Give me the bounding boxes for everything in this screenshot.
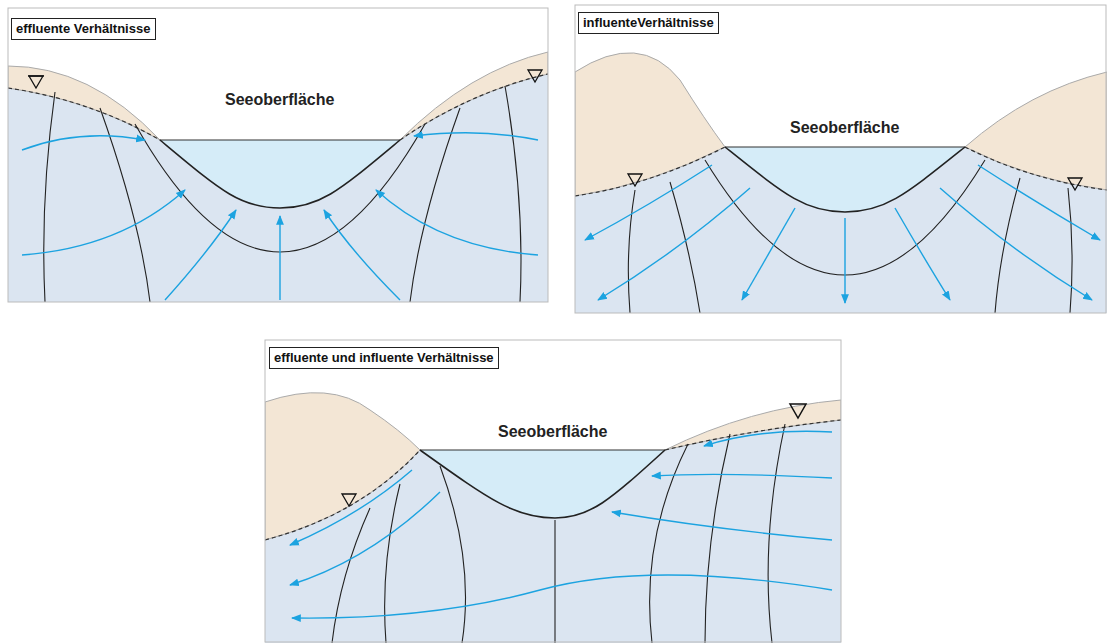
- panel-title-box: effluente Verhältnisse: [11, 18, 156, 40]
- flow-line: [279, 216, 280, 300]
- water-table-symbol: [1068, 178, 1082, 190]
- panel-title: effluente und influente Verhältnisse: [274, 350, 494, 366]
- flow-line: [612, 512, 832, 540]
- lake-surface: [725, 146, 965, 147]
- flow-line: [652, 474, 832, 478]
- equipotential-line: [670, 182, 700, 313]
- unsaturated-zone: [265, 393, 420, 540]
- flow-line: [585, 165, 712, 240]
- equipotential-line: [1068, 188, 1072, 313]
- lake-surface: [160, 139, 400, 140]
- equipotential-line: [995, 178, 1020, 313]
- panel-frame: [265, 340, 841, 642]
- panel-mixed: [265, 393, 841, 643]
- equipotential-line: [554, 520, 555, 643]
- flow-line: [414, 133, 538, 140]
- lake-bed: [725, 147, 965, 212]
- flow-line: [376, 190, 538, 255]
- flow-line: [290, 470, 412, 545]
- flow-lines: [22, 133, 538, 300]
- equipotential-line: [410, 108, 460, 302]
- panel-title: influenteVerhältnisse: [583, 15, 714, 31]
- equipotential-line: [385, 484, 400, 643]
- lake-bed: [160, 140, 400, 208]
- equipotential-line: [332, 508, 370, 643]
- water-table-symbol: [342, 494, 356, 506]
- water-table-symbol: [28, 75, 44, 76]
- flow-line: [292, 575, 832, 618]
- equipotential-line: [505, 86, 521, 302]
- water-table: [8, 74, 548, 140]
- lake-surface: [420, 449, 665, 450]
- panel-frame: [8, 8, 548, 302]
- flow-line: [742, 208, 795, 300]
- flow-line: [22, 190, 185, 255]
- lake-water: [420, 450, 665, 518]
- panel-title-box: influenteVerhältnisse: [578, 12, 719, 34]
- unsaturated-zone: [400, 52, 548, 140]
- flow-line: [940, 188, 1092, 300]
- equipotential-line: [705, 434, 730, 643]
- flow-line: [895, 208, 950, 300]
- flow-lines: [290, 431, 832, 618]
- flow-line: [165, 210, 236, 300]
- equipotential-line: [440, 466, 466, 643]
- flow-line: [22, 136, 145, 150]
- equipotential-line: [44, 92, 55, 302]
- equipotential-line: [628, 190, 635, 313]
- lake-bed: [420, 450, 665, 518]
- equipotential-lines: [44, 86, 521, 302]
- lake-surface-label: Seeoberfläche: [498, 423, 607, 441]
- panel-frame: [575, 5, 1106, 313]
- flow-line: [844, 218, 845, 303]
- flow-lines: [585, 165, 1100, 303]
- flow-line: [598, 188, 750, 300]
- unsaturated-zone: [965, 72, 1107, 190]
- equipotential-line: [650, 444, 688, 643]
- equipotential-lines: [332, 424, 785, 643]
- lake-surface-label: Seeoberfläche: [790, 119, 899, 137]
- unsaturated-zone: [575, 53, 725, 196]
- lake-water: [160, 140, 400, 208]
- flow-line: [704, 431, 832, 446]
- unsaturated-zone: [665, 400, 841, 450]
- lake-water: [725, 147, 965, 212]
- flow-line: [978, 165, 1100, 240]
- panel-title-box: effluente und influente Verhältnisse: [269, 347, 499, 369]
- flow-line: [324, 210, 400, 300]
- water-table-symbol: [528, 70, 542, 82]
- panel-influent: [575, 53, 1107, 313]
- lake-surface-label: Seeoberfläche: [225, 91, 334, 109]
- water-table-symbol: [790, 404, 806, 418]
- flow-line: [290, 492, 440, 585]
- panel-effluent: [8, 52, 548, 302]
- water-table: [575, 147, 1107, 196]
- water-table: [265, 420, 841, 540]
- panel-title: effluente Verhältnisse: [16, 21, 151, 37]
- water-table-symbol: [628, 174, 642, 186]
- water-table-symbol: [29, 76, 43, 88]
